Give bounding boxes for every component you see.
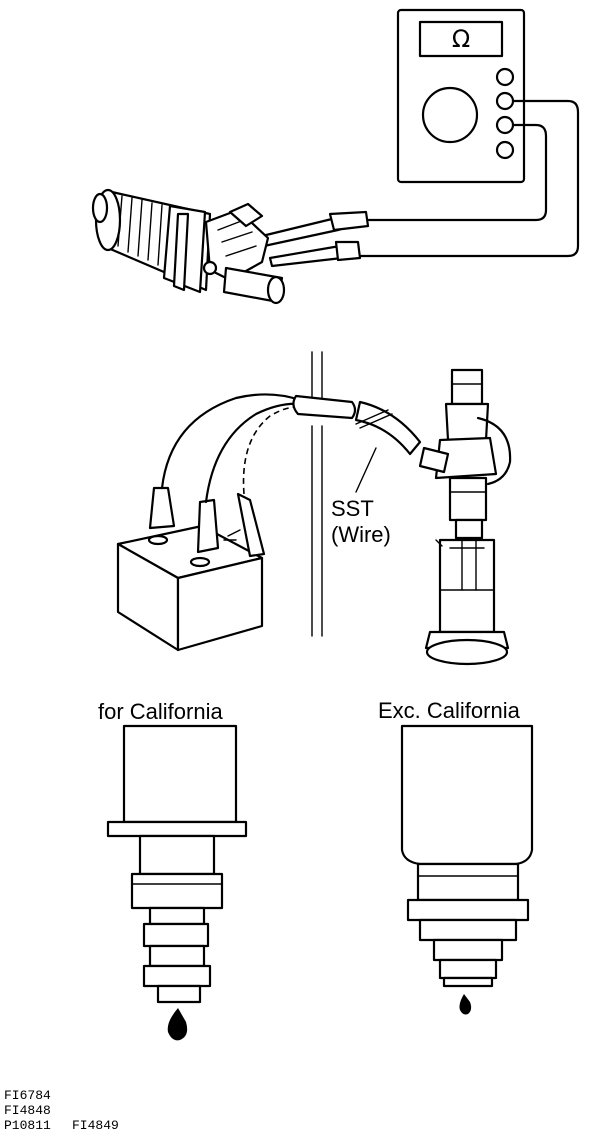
battery [116,524,264,652]
spray-drop-large [167,1008,188,1041]
injector-top [91,188,286,305]
injector-in-cylinder [418,368,512,666]
ohm-symbol: Ω [452,25,470,53]
sst-wire [160,393,422,504]
sst-label-line1: SST [331,496,374,521]
injector-california [106,724,248,1041]
meter-leads [260,99,580,268]
sst-leader-line [355,447,377,493]
figure-code-2: FI4848 [4,1103,51,1118]
spray-drop-small [459,994,472,1015]
injector-exc-california [400,724,534,1015]
ohmmeter [396,8,526,184]
stand-pole [311,351,323,637]
figure-code-3b: FI4849 [72,1118,119,1133]
sst-label-line2: (Wire) [331,522,391,547]
battery-clips [148,486,266,558]
figure-code-3a: P10811 [4,1118,51,1133]
figure-code-1: FI6784 [4,1088,51,1103]
label-for-california: for California [98,699,223,724]
label-exc-california: Exc. California [378,698,520,723]
